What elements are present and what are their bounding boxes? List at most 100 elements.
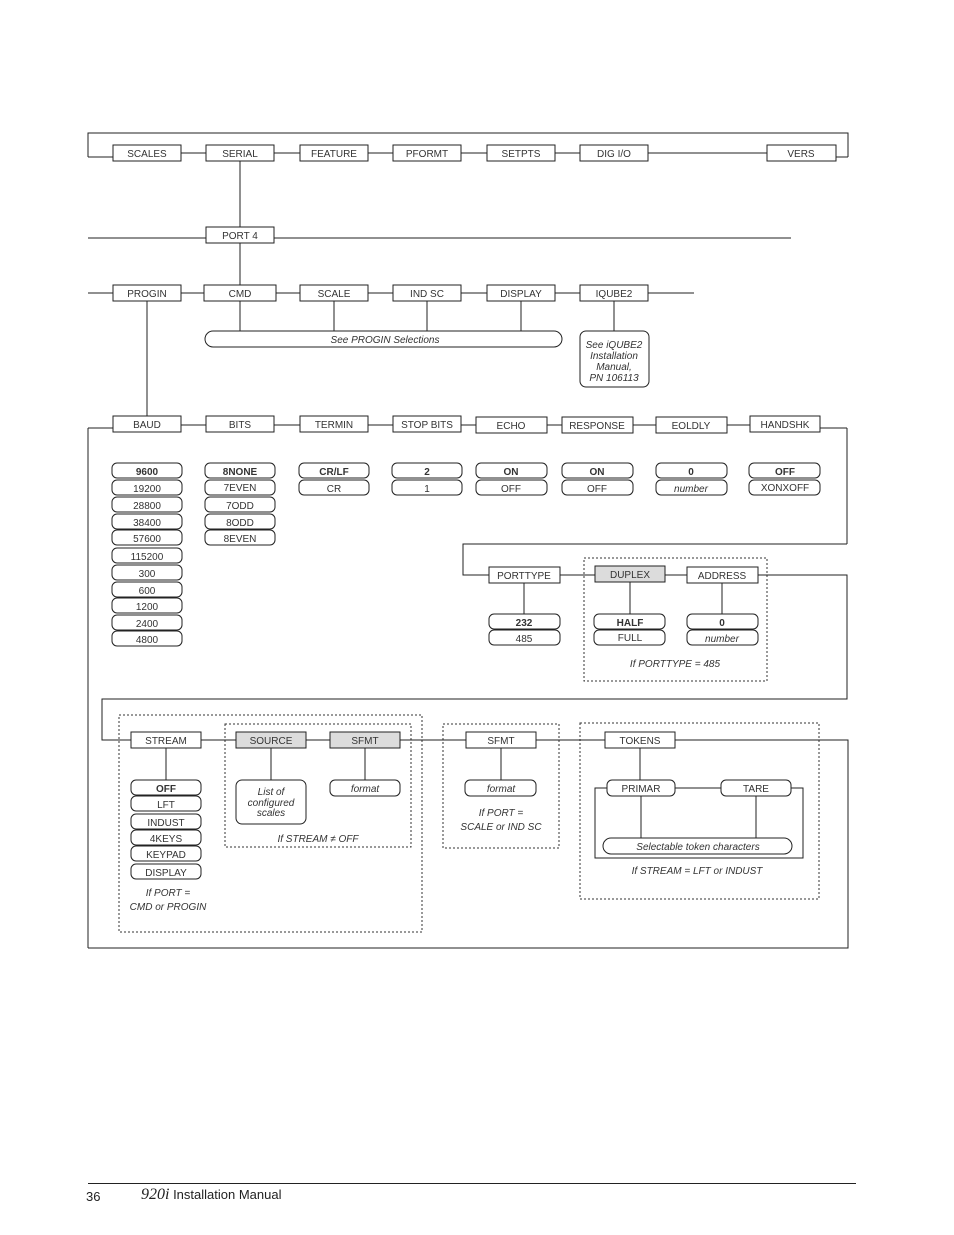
option-label: 2400	[136, 619, 159, 630]
menu-progin[interactable]: PROGIN	[112, 284, 182, 302]
option-response-off[interactable]: OFF	[561, 479, 634, 496]
option-half[interactable]: HALF	[593, 613, 666, 630]
source-scales-list[interactable]: List of configured scales	[235, 779, 307, 825]
option-eoldly-number[interactable]: number	[655, 479, 728, 496]
option-label: CR/LF	[319, 467, 348, 478]
param-address[interactable]: ADDRESS	[686, 566, 759, 584]
menu-setpts[interactable]: SETPTS	[486, 144, 556, 162]
param-stream[interactable]: STREAM	[130, 731, 202, 749]
option-115200[interactable]: 115200	[111, 547, 183, 564]
option-stream-off[interactable]: OFF	[130, 779, 202, 796]
option-9600[interactable]: 9600	[111, 462, 183, 479]
param-handshk[interactable]: HANDSHK	[749, 415, 821, 433]
menu-feature[interactable]: FEATURE	[299, 144, 369, 162]
porttype-485-group	[583, 557, 768, 682]
option-28800[interactable]: 28800	[111, 496, 183, 513]
param-baud[interactable]: BAUD	[112, 415, 182, 433]
param-termin[interactable]: TERMIN	[299, 415, 369, 433]
option-label: 57600	[133, 534, 161, 545]
manual-title: 920i Installation Manual	[141, 1186, 281, 1204]
param-bits[interactable]: BITS	[205, 415, 275, 433]
option-label: 2	[424, 467, 430, 478]
option-4800[interactable]: 4800	[111, 630, 183, 647]
option-echo-on[interactable]: ON	[475, 462, 548, 479]
option-address-0[interactable]: 0	[686, 613, 759, 630]
note-line: List of	[258, 787, 286, 798]
option-8odd[interactable]: 8ODD	[204, 513, 276, 530]
note-line: configured	[248, 798, 295, 809]
stream-options: OFF LFT INDUST 4KEYS KEYPAD DISPLAY	[130, 779, 202, 880]
top-menu-bracket	[87, 132, 849, 157]
param-source[interactable]: SOURCE	[235, 731, 307, 749]
menu-label: VERS	[787, 149, 815, 160]
option-300[interactable]: 300	[111, 564, 183, 581]
option-232[interactable]: 232	[488, 613, 561, 630]
option-label: 7EVEN	[224, 483, 257, 494]
note-text: Selectable token characters	[636, 842, 759, 853]
option-xonxoff[interactable]: XONXOFF	[748, 479, 821, 496]
option-stream-display[interactable]: DISPLAY	[130, 863, 202, 880]
menu-scale[interactable]: SCALE	[299, 284, 369, 302]
note-line: PN 106113	[589, 373, 639, 384]
option-7even[interactable]: 7EVEN	[204, 479, 276, 496]
option-485[interactable]: 485	[488, 629, 561, 646]
param-duplex[interactable]: DUPLEX	[594, 565, 666, 583]
menu-vers[interactable]: VERS	[766, 144, 837, 162]
sfmt-condition-note: SCALE or IND SC	[460, 822, 542, 833]
menu-cmd[interactable]: CMD	[203, 284, 277, 302]
option-indust[interactable]: INDUST	[130, 813, 202, 830]
option-response-on[interactable]: ON	[561, 462, 634, 479]
option-full[interactable]: FULL	[593, 629, 666, 646]
option-8none[interactable]: 8NONE	[204, 462, 276, 479]
option-cr-lf[interactable]: CR/LF	[298, 462, 370, 479]
option-eoldly-0[interactable]: 0	[655, 462, 728, 479]
option-label: INDUST	[147, 818, 184, 829]
option-lft[interactable]: LFT	[130, 795, 202, 812]
option-7odd[interactable]: 7ODD	[204, 496, 276, 513]
option-8even[interactable]: 8EVEN	[204, 529, 276, 546]
menu-iqube2[interactable]: IQUBE2	[579, 284, 649, 302]
option-label: number	[674, 484, 709, 495]
menu-ind-sc[interactable]: IND SC	[392, 284, 462, 302]
param-response[interactable]: RESPONSE	[561, 416, 634, 434]
menu-display[interactable]: DISPLAY	[486, 284, 556, 302]
option-cr[interactable]: CR	[298, 479, 370, 496]
param-tokens[interactable]: TOKENS	[604, 731, 676, 749]
option-stop-1[interactable]: 1	[391, 479, 463, 496]
menu-scales[interactable]: SCALES	[112, 144, 182, 162]
stop-bits-options: 2 1	[391, 462, 463, 496]
option-handshk-off[interactable]: OFF	[748, 462, 821, 479]
menu-label: SCALE	[318, 289, 351, 300]
menu-serial[interactable]: SERIAL	[205, 144, 275, 162]
option-38400[interactable]: 38400	[111, 513, 183, 530]
option-19200[interactable]: 19200	[111, 479, 183, 496]
param-sfmt-stream[interactable]: SFMT	[329, 731, 401, 749]
param-echo[interactable]: ECHO	[475, 416, 548, 434]
menu-pformt[interactable]: PFORMT	[392, 144, 462, 162]
option-4keys[interactable]: 4KEYS	[130, 829, 202, 846]
menu-dig-io[interactable]: DIG I/O	[579, 144, 649, 162]
port-4-node[interactable]: PORT 4	[205, 226, 275, 244]
option-echo-off[interactable]: OFF	[475, 479, 548, 496]
handshk-options: OFF XONXOFF	[748, 462, 821, 496]
option-600[interactable]: 600	[111, 581, 183, 598]
param-porttype[interactable]: PORTTYPE	[488, 566, 561, 584]
option-stop-2[interactable]: 2	[391, 462, 463, 479]
option-keypad[interactable]: KEYPAD	[130, 845, 202, 862]
option-57600[interactable]: 57600	[111, 529, 183, 546]
sfmt-format-value[interactable]: format	[329, 779, 401, 797]
param-label: DUPLEX	[610, 570, 650, 581]
token-tare[interactable]: TARE	[720, 779, 792, 797]
param-sfmt-port[interactable]: SFMT	[465, 731, 537, 749]
param-stop-bits[interactable]: STOP BITS	[392, 415, 462, 433]
token-characters-note: Selectable token characters	[602, 837, 793, 855]
token-primar[interactable]: PRIMAR	[606, 779, 676, 797]
option-label: 1200	[136, 602, 159, 613]
param-label: SOURCE	[250, 736, 293, 747]
option-label: KEYPAD	[146, 850, 186, 861]
option-1200[interactable]: 1200	[111, 597, 183, 614]
sfmt-port-format-value[interactable]: format	[464, 779, 537, 797]
option-address-number[interactable]: number	[686, 629, 759, 646]
option-2400[interactable]: 2400	[111, 614, 183, 631]
param-eoldly[interactable]: EOLDLY	[655, 416, 728, 434]
